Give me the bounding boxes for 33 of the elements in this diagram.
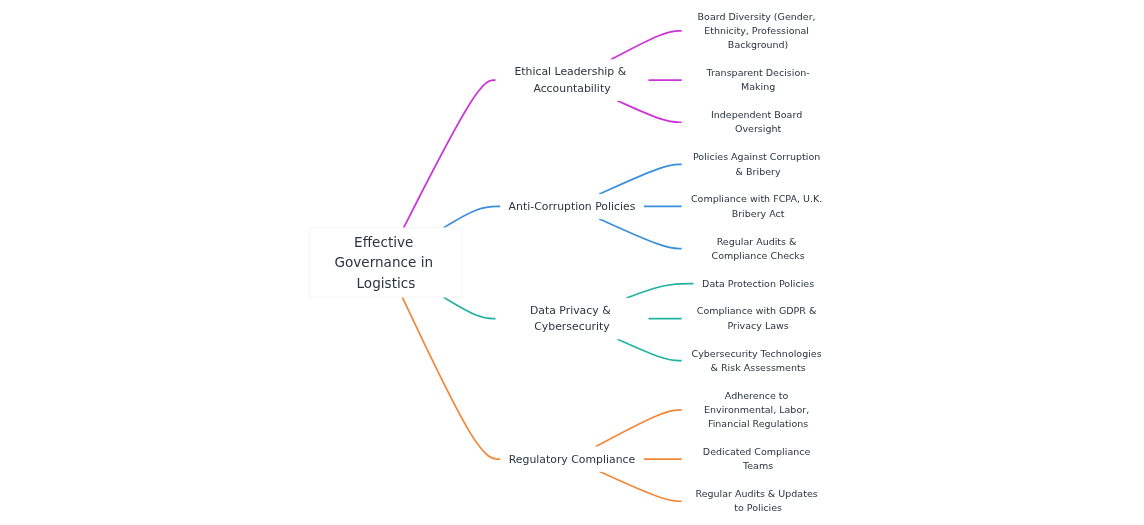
node-text: Regulatory Compliance [508, 452, 636, 466]
connector [442, 205, 502, 229]
node-text: Ethical Leadership & Accountability [514, 65, 627, 95]
connector [401, 296, 502, 460]
node-text: Board Diversity (Gender, Ethnicity, Professional Background) [697, 10, 816, 51]
node-text: Policies Against Corruption & Bribery [692, 151, 821, 177]
node-text: Regular Audits & Compliance Checks [711, 235, 805, 261]
node-text: Cybersecurity Technologies & Risk Assessments [691, 347, 822, 373]
connector [616, 338, 683, 362]
node-text: Data Protection Policies [702, 277, 815, 289]
connector [642, 458, 683, 460]
connector [402, 79, 497, 229]
connector [647, 79, 683, 81]
connector [598, 217, 683, 250]
node-text: Adherence to Environmental, Labor, Financial Regulations [704, 389, 810, 430]
connector [442, 296, 497, 320]
node-box: Effective Governance in Logistics [309, 227, 463, 298]
connector [609, 30, 683, 61]
connector [647, 317, 683, 320]
node-text: Compliance with GDPR & Privacy Laws [696, 305, 817, 331]
connector [642, 205, 683, 208]
connector [598, 470, 683, 503]
node-text: Anti-Corruption Policies [508, 199, 636, 213]
node-text: Transparent Decision-Making [706, 67, 810, 93]
node-text: Independent Board Oversight [710, 109, 803, 135]
connector [625, 282, 695, 299]
node-text: Regular Audits & Updates to Policies [695, 488, 818, 514]
connector [594, 409, 683, 448]
node-text: Data Privacy & Cybersecurity [529, 303, 611, 333]
node-text: Compliance with FCPA, U.K. Bribery Act [690, 193, 823, 219]
connector [616, 99, 683, 124]
node-text: Dedicated Compliance Teams [702, 446, 811, 472]
connector [598, 163, 683, 196]
